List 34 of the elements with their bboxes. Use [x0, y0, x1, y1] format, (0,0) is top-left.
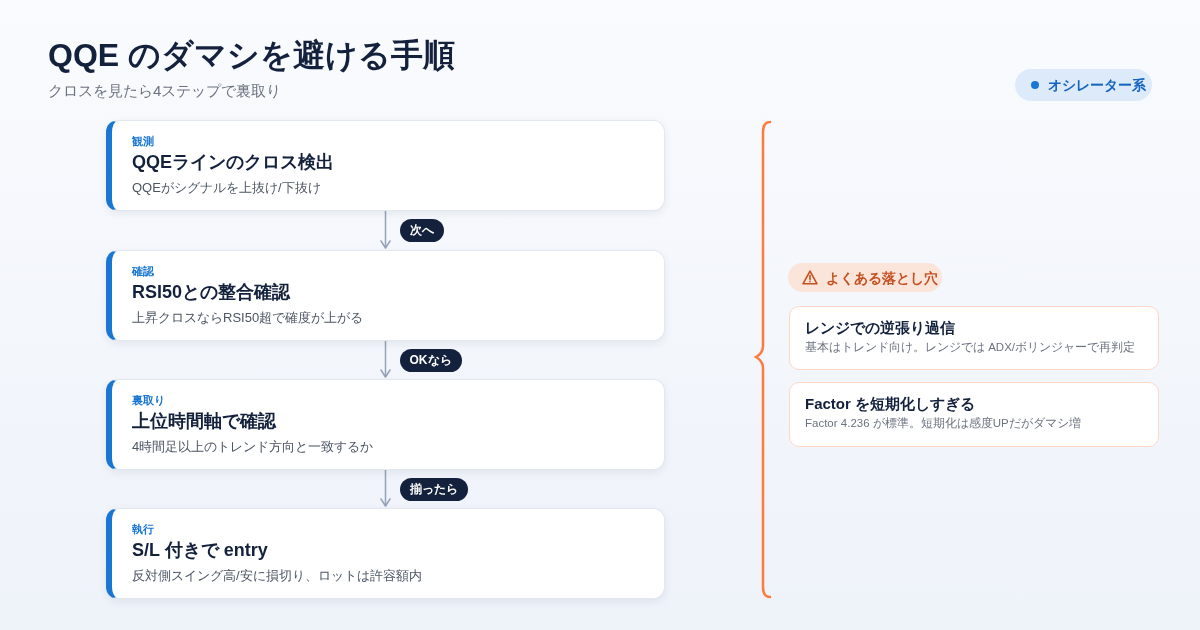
category-chip — [1015, 69, 1152, 101]
page-subtitle: クロスを見たら4ステップで裏取り — [48, 81, 282, 101]
pitfall-title: レンジでの逆張り過信 — [805, 318, 955, 338]
category-text: オシレーター系 — [1048, 76, 1146, 94]
step-category: 裏取り — [132, 393, 165, 407]
pitfall-card — [789, 382, 1159, 447]
step-title: S/L 付きで entry — [132, 539, 268, 562]
edge-label: 次へ — [399, 219, 444, 242]
step-title: RSI50との整合確認 — [132, 281, 291, 304]
edge-label: OKなら — [399, 348, 462, 372]
step-description: 反対側スイング高/安に損切り、ロットは許容額内 — [132, 567, 422, 585]
step-description: 上昇クロスならRSI50超で確度が上がる — [132, 309, 364, 327]
step-category: 確認 — [132, 264, 154, 278]
step-card — [106, 508, 665, 599]
pitfall-description: 基本はトレンド向け。レンジでは ADX/ボリンジャーで再判定 — [805, 340, 1136, 355]
pitfall-card — [789, 306, 1159, 370]
page-title: QQE のダマシを避ける手順 — [48, 36, 455, 75]
step-title: QQEラインのクロス検出 — [132, 151, 334, 174]
arrow — [380, 210, 391, 249]
step-card — [106, 250, 665, 341]
step-title: 上位時間軸で確認 — [132, 410, 276, 433]
warning-heading: よくある落とし穴 — [826, 268, 938, 287]
warning-chip — [788, 263, 942, 292]
pitfall-title: Factor を短期化しすぎる — [805, 394, 975, 414]
step-card — [106, 379, 665, 470]
arrow — [380, 469, 391, 507]
step-description: QQEがシグナルを上抜け/下抜け — [132, 179, 321, 197]
step-description: 4時間足以上のトレンド方向と一致するか — [132, 438, 374, 456]
arrow — [380, 340, 391, 378]
pitfall-description: Factor 4.236 が標準。短期化は感度UPだがダマシ増 — [805, 416, 1081, 431]
edge-label: 揃ったら — [399, 477, 468, 501]
step-category: 執行 — [132, 522, 154, 536]
step-category: 観測 — [132, 134, 154, 148]
step-card — [106, 120, 665, 211]
